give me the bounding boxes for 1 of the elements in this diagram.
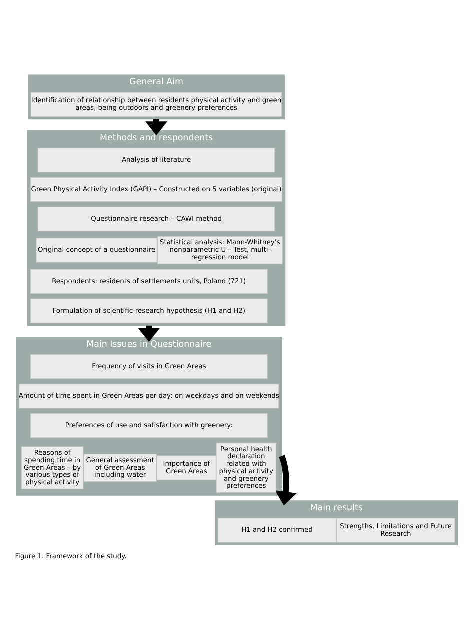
arrow [275, 454, 297, 506]
